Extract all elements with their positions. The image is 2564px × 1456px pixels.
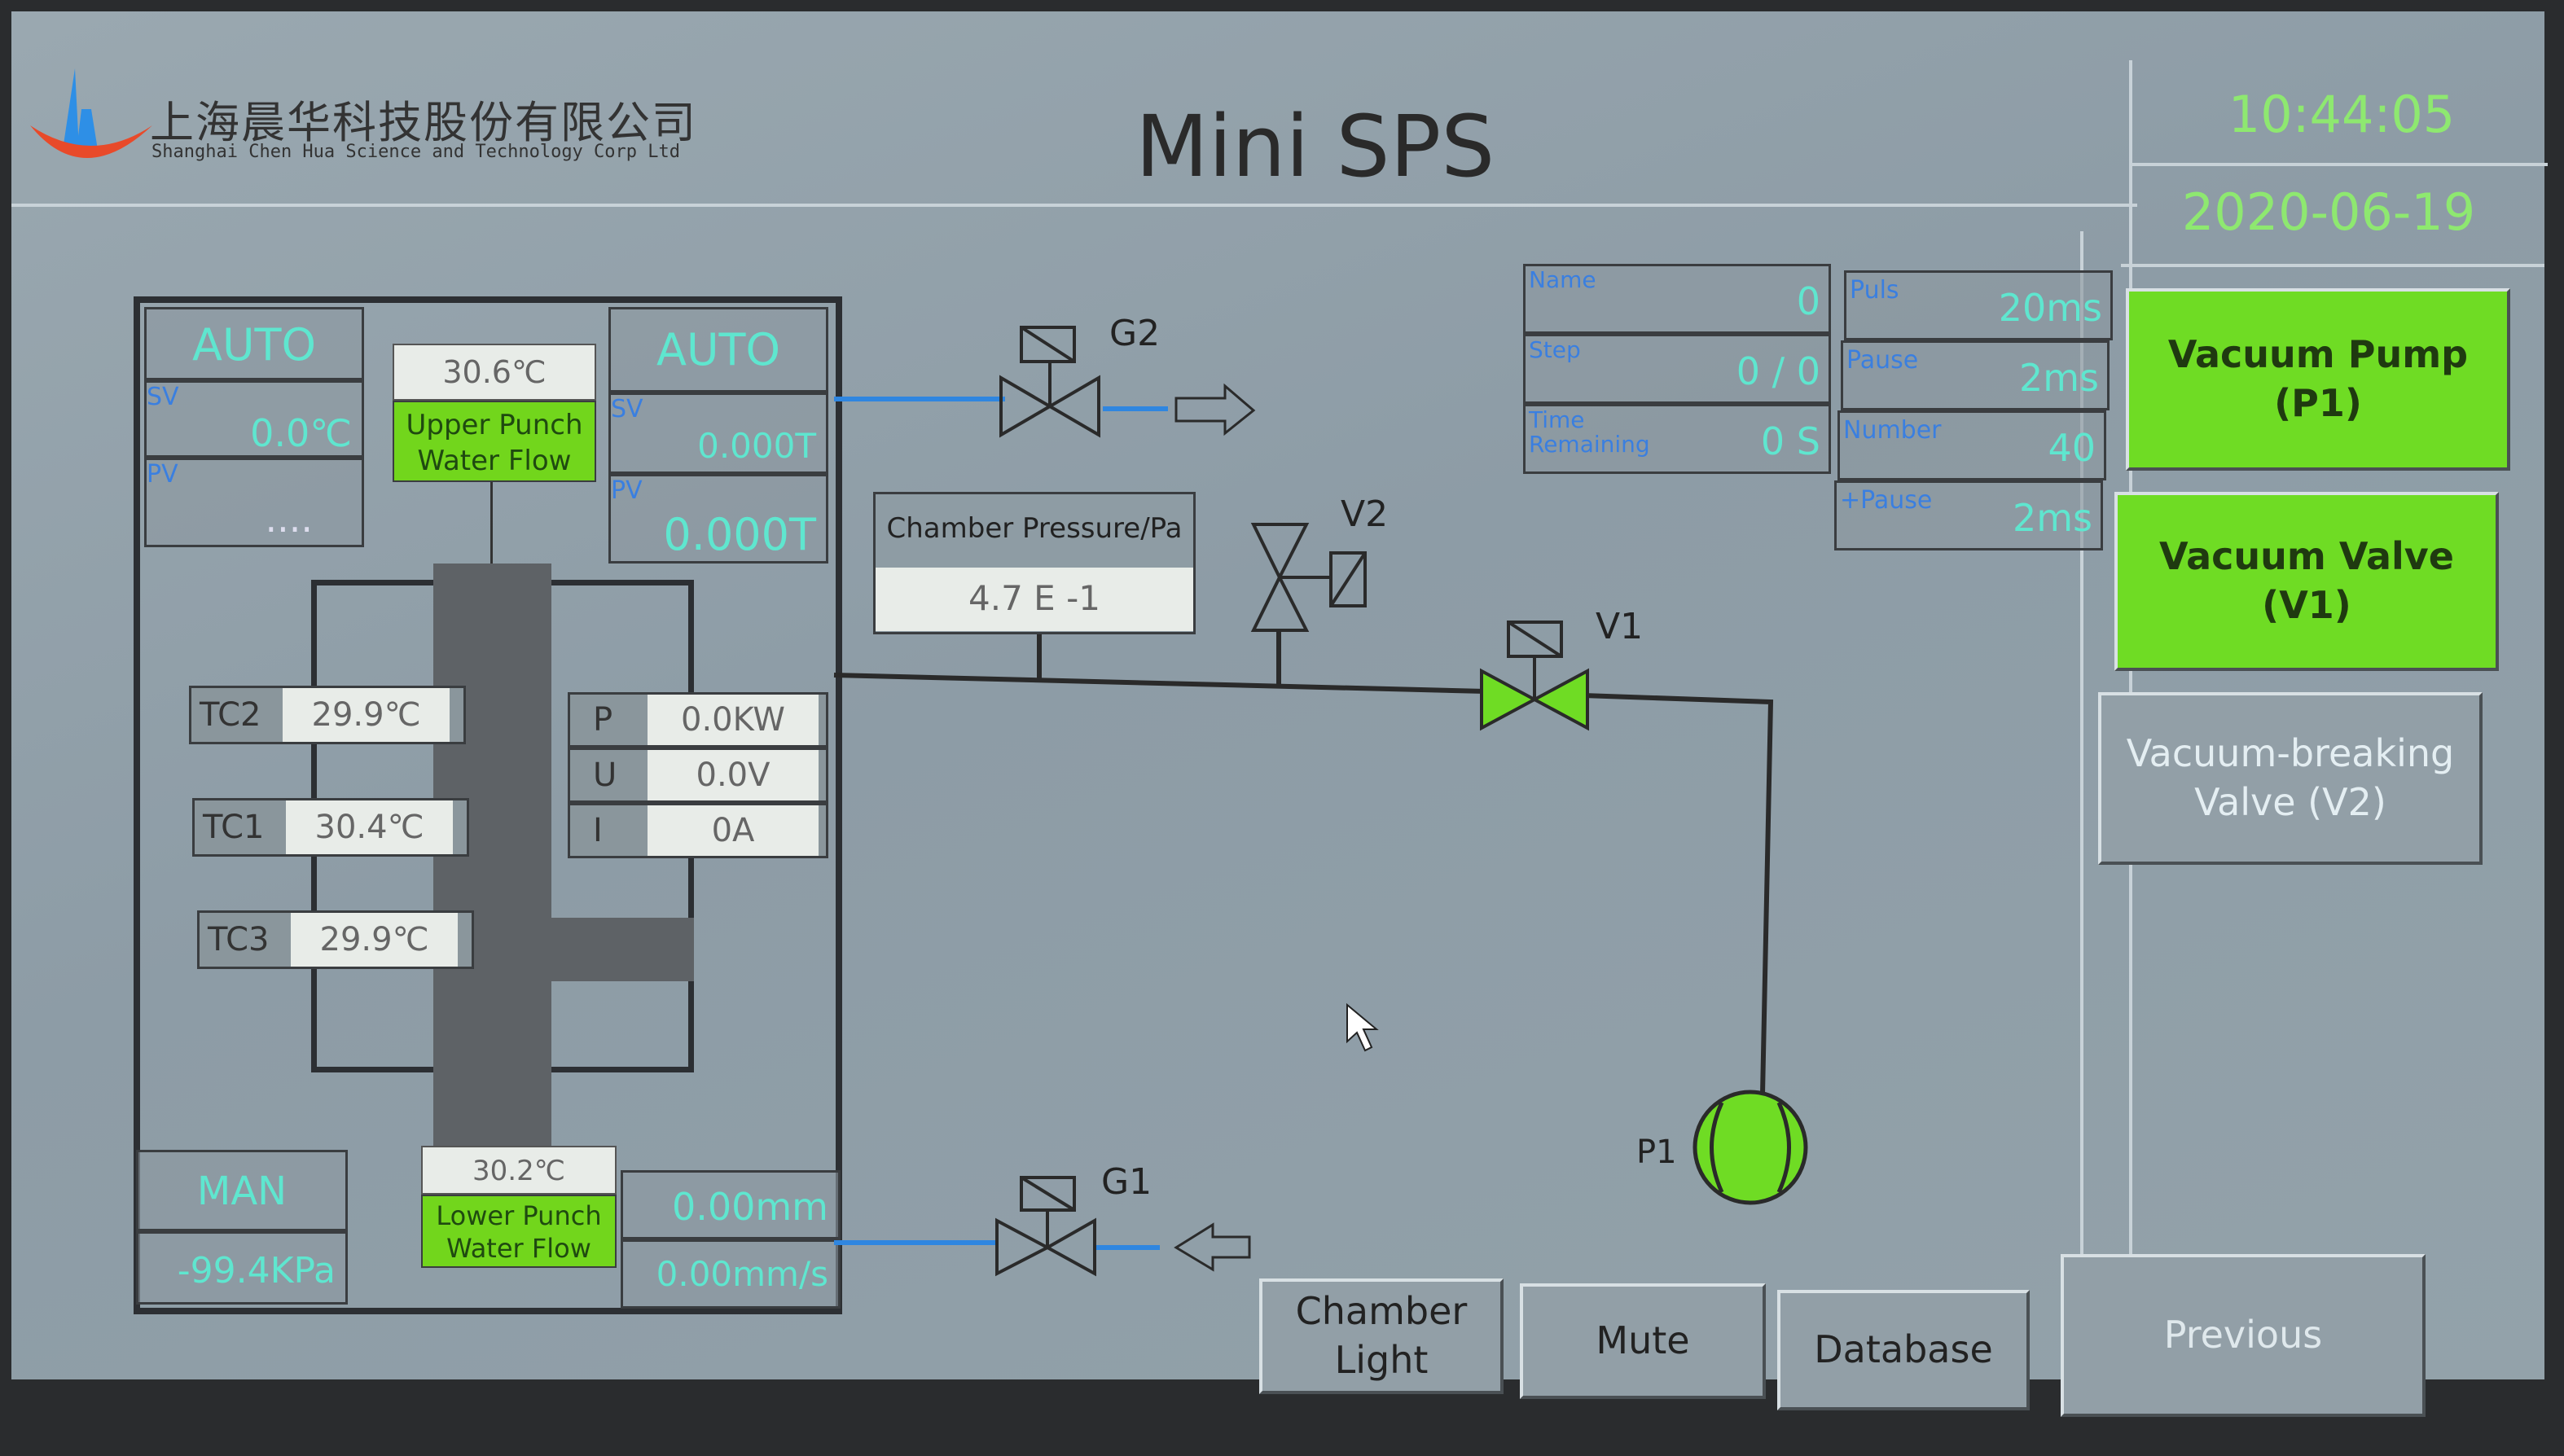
clock-time: 10:44:05 bbox=[2228, 85, 2456, 144]
vacuum-pump-button[interactable]: Vacuum Pump (P1) bbox=[2126, 288, 2510, 471]
pressure-sv[interactable]: 0.000T bbox=[697, 426, 816, 466]
program-label: Step bbox=[1529, 336, 1581, 363]
program-value: 0 S bbox=[1760, 419, 1820, 463]
pulse-label: Puls bbox=[1850, 276, 1899, 305]
v2-valve-icon bbox=[1250, 523, 1367, 632]
g2-label: G2 bbox=[1109, 313, 1161, 354]
company-name-en: Shanghai Chen Hua Science and Technology… bbox=[151, 142, 681, 162]
g1-label: G1 bbox=[1101, 1161, 1152, 1203]
program-row: Time Remaining 0 S bbox=[1523, 404, 1831, 474]
vacuum-mode[interactable]: MAN bbox=[196, 1169, 288, 1214]
tc-label: TC2 bbox=[200, 696, 261, 734]
pulse-label: Number bbox=[1843, 416, 1942, 445]
pulse-value[interactable]: 2ms bbox=[2012, 496, 2092, 540]
program-value: 0 bbox=[1796, 279, 1820, 323]
database-button[interactable]: Database bbox=[1777, 1290, 2030, 1410]
pulse-row: Number 40 bbox=[1837, 410, 2106, 480]
tc-value: 29.9℃ bbox=[291, 913, 458, 967]
pulse-value[interactable]: 40 bbox=[2048, 426, 2096, 470]
outlet-arrow-icon bbox=[1174, 383, 1256, 436]
mute-button[interactable]: Mute bbox=[1520, 1283, 1766, 1399]
pv-label: PV bbox=[611, 476, 643, 505]
lower-water-flow-indicator: Lower Punch Water Flow bbox=[421, 1195, 617, 1268]
p1-pump-icon bbox=[1693, 1090, 1808, 1205]
program-row: Step 0 / 0 bbox=[1523, 334, 1831, 404]
pulse-row: Pause 2ms bbox=[1841, 340, 2110, 410]
g2-valve-icon bbox=[999, 326, 1100, 438]
power-value: 0.0V bbox=[648, 750, 819, 800]
vacuum-valve-button[interactable]: Vacuum Valve (V1) bbox=[2114, 492, 2499, 671]
pressure-mode[interactable]: AUTO bbox=[656, 324, 780, 375]
v1-label: V1 bbox=[1596, 606, 1644, 647]
pulse-label: Pause bbox=[1846, 346, 1919, 375]
v2-label: V2 bbox=[1341, 493, 1389, 535]
power-u: U 0.0V bbox=[568, 748, 828, 803]
chamber-light-button[interactable]: Chamber Light bbox=[1259, 1278, 1504, 1394]
press-status-panel: AUTO SV 0.0℃ PV.... 30.6℃ Upper Punch Wat… bbox=[134, 296, 842, 1314]
p1-label: P1 bbox=[1636, 1134, 1677, 1171]
hmi-screen: 上海晨华科技股份有限公司 Shanghai Chen Hua Science a… bbox=[11, 11, 2548, 1417]
power-label: P bbox=[593, 701, 613, 739]
power-p: P 0.0KW bbox=[568, 692, 828, 748]
previous-button[interactable]: Previous bbox=[2061, 1254, 2426, 1417]
upper-water-flow-indicator: Upper Punch Water Flow bbox=[393, 401, 596, 482]
power-value: 0A bbox=[648, 805, 819, 856]
sv-label: SV bbox=[147, 383, 179, 411]
tc-value: 30.4℃ bbox=[286, 800, 453, 854]
page-title: Mini SPS bbox=[1135, 97, 1495, 196]
pulse-value[interactable]: 2ms bbox=[2018, 356, 2099, 400]
v1-valve-icon bbox=[1480, 621, 1589, 731]
mouse-cursor-icon bbox=[1346, 1002, 1379, 1052]
upper-temp-pv: .... bbox=[265, 497, 314, 541]
pulse-row: +Pause 2ms bbox=[1834, 480, 2103, 550]
tc-value: 29.9℃ bbox=[283, 688, 450, 742]
program-row: Name 0 bbox=[1523, 264, 1831, 334]
punch-column bbox=[433, 564, 551, 1174]
pulse-row: Puls 20ms bbox=[1844, 270, 2113, 340]
upper-water-temp: 30.6℃ bbox=[393, 344, 596, 401]
pv-label: PV bbox=[147, 460, 178, 489]
thermocouple-tc1: TC1 30.4℃ bbox=[192, 798, 469, 857]
program-label: Name bbox=[1529, 266, 1596, 293]
tc-label: TC3 bbox=[208, 921, 270, 958]
clock-date: 2020-06-19 bbox=[2181, 182, 2476, 242]
g1-valve-icon bbox=[995, 1176, 1096, 1277]
program-label: Time Remaining bbox=[1529, 406, 1650, 458]
company-name-cn: 上海晨华科技股份有限公司 bbox=[150, 97, 697, 148]
program-value: 0 / 0 bbox=[1736, 349, 1820, 393]
power-label: U bbox=[593, 757, 617, 794]
power-label: I bbox=[593, 812, 603, 849]
vacuum-pressure: -99.4KPa bbox=[177, 1250, 336, 1292]
speed-value: 0.00mm/s bbox=[656, 1254, 828, 1294]
inlet-arrow-icon bbox=[1174, 1222, 1251, 1272]
sv-label: SV bbox=[611, 395, 643, 423]
chamber-pressure-box: Chamber Pressure/Pa 4.7 E -1 bbox=[873, 492, 1196, 634]
lower-water-temp: 30.2℃ bbox=[421, 1146, 617, 1195]
pressure-pv: 0.000T bbox=[663, 509, 816, 560]
vacuum-process-diagram bbox=[833, 326, 1808, 1277]
tc-label: TC1 bbox=[203, 809, 265, 846]
thermocouple-tc3: TC3 29.9℃ bbox=[197, 910, 474, 969]
chamber-pressure-value: 4.7 E -1 bbox=[876, 568, 1193, 631]
displacement-value: 0.00mm bbox=[671, 1185, 828, 1229]
power-i: I 0A bbox=[568, 803, 828, 858]
pulse-label: +Pause bbox=[1840, 486, 1933, 515]
pulse-value[interactable]: 20ms bbox=[1998, 286, 2102, 330]
power-value: 0.0KW bbox=[648, 695, 819, 745]
upper-temp-mode[interactable]: AUTO bbox=[192, 319, 316, 371]
upper-temp-sv[interactable]: 0.0℃ bbox=[250, 411, 352, 455]
vacuum-breaking-button[interactable]: Vacuum-breaking Valve (V2) bbox=[2098, 692, 2483, 865]
chamber-pressure-label: Chamber Pressure/Pa bbox=[886, 512, 1183, 545]
company-logo bbox=[26, 60, 156, 174]
thermocouple-tc2: TC2 29.9℃ bbox=[189, 686, 466, 744]
